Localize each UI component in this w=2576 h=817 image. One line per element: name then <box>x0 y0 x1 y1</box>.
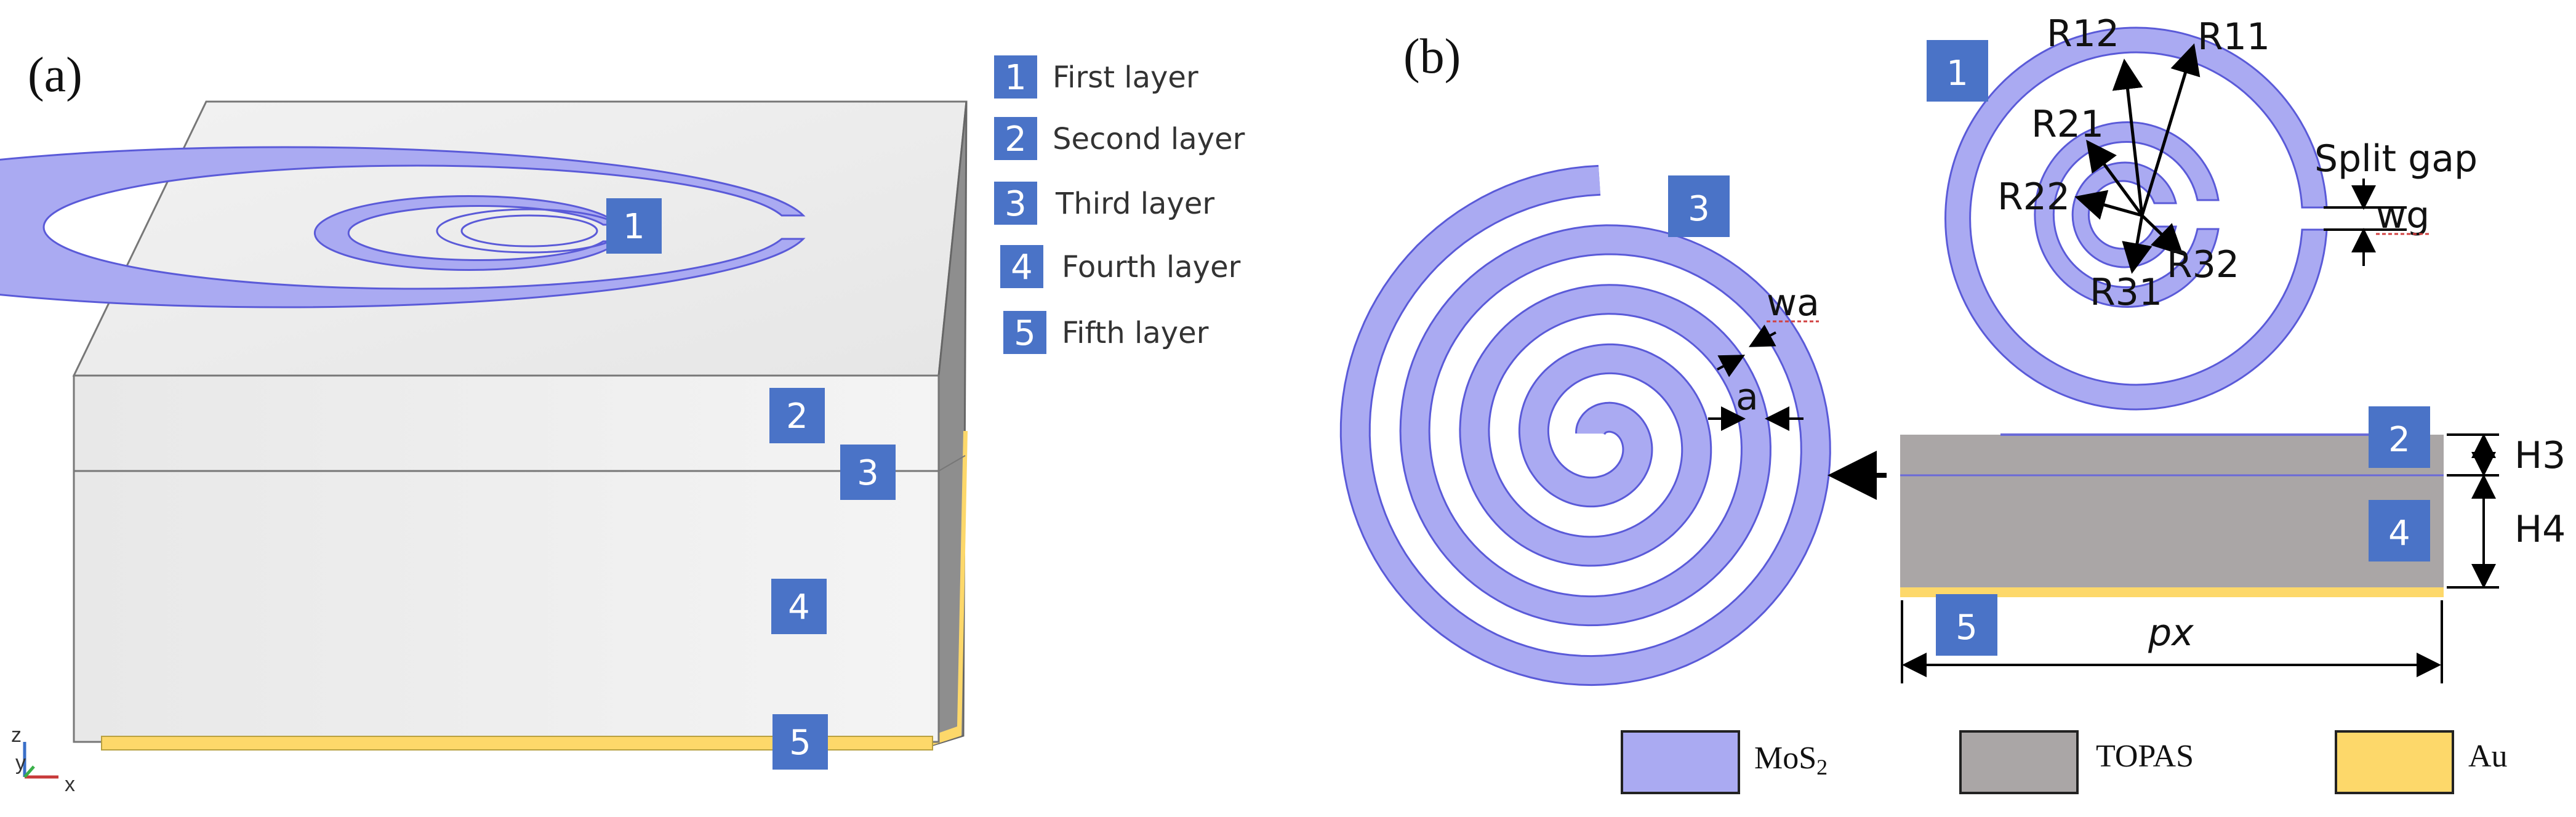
height-dimensions <box>2447 433 2499 589</box>
badge-ring: 1 <box>1927 40 1988 102</box>
legend-topas: TOPAS <box>1959 730 2194 794</box>
gold-substrate <box>1900 587 2444 597</box>
badge-layer-2: 2 <box>769 388 825 443</box>
box-top-face <box>72 100 968 377</box>
layer-legend: 1 First layer 2 Second layer 3 Third lay… <box>994 55 1245 354</box>
svg-text:Fifth layer: Fifth layer <box>1062 316 1209 350</box>
label-wg: wg <box>2376 194 2430 237</box>
cross-section <box>1900 433 2444 597</box>
badge-layer-4: 4 <box>771 579 827 634</box>
svg-text:MoS2: MoS2 <box>1754 741 1828 779</box>
gold-right-edge <box>929 431 968 746</box>
label-px: px <box>2148 611 2194 654</box>
label-r11: R11 <box>2197 15 2270 58</box>
panel-b: (b) 1 R12 R11 R21 R22 R32 R31 <box>1339 12 2566 794</box>
svg-text:1: 1 <box>1946 54 1968 94</box>
svg-text:Second layer: Second layer <box>1053 122 1245 156</box>
archimedean-spiral <box>1339 164 1831 686</box>
split-gap-arrows <box>2324 179 2407 266</box>
svg-text:First layer: First layer <box>1053 60 1198 95</box>
axis-triad: z y x <box>11 723 75 796</box>
label-r32: R32 <box>2167 243 2239 286</box>
legend-item-third: 3 Third layer <box>994 182 1214 225</box>
axis-y: y <box>15 751 26 775</box>
topas-layer <box>1900 435 2444 587</box>
wa-arrows <box>1717 324 1776 377</box>
label-wa: wa <box>1767 281 1820 324</box>
svg-text:Fourth layer: Fourth layer <box>1062 250 1241 284</box>
svg-text:2: 2 <box>2388 420 2410 460</box>
radius-arrows <box>2074 43 2201 274</box>
label-a: a <box>1736 376 1759 419</box>
split-ring-resonator <box>1944 26 2328 411</box>
label-split-gap: Split gap <box>2314 137 2478 180</box>
legend-mos2: MoS2 <box>1621 730 1828 794</box>
svg-text:3: 3 <box>1005 184 1027 224</box>
svg-text:5: 5 <box>1014 313 1036 353</box>
panel-a: (a) 1 2 <box>0 48 1245 796</box>
panel-b-label: (b) <box>1403 30 1461 84</box>
svg-text:3: 3 <box>1688 189 1710 229</box>
svg-text:4: 4 <box>1011 248 1033 288</box>
svg-text:Au: Au <box>2468 739 2508 774</box>
gold-bottom-layer <box>101 736 933 751</box>
legend-item-second: 2 Second layer <box>994 117 1245 160</box>
svg-text:5: 5 <box>789 723 811 763</box>
label-r22: R22 <box>1997 175 2070 219</box>
px-dimension <box>1901 600 2443 683</box>
badge-side-5: 5 <box>1936 594 1997 656</box>
label-r21: R21 <box>2031 103 2104 146</box>
legend-au: Au <box>2335 730 2508 794</box>
svg-text:2: 2 <box>1005 119 1027 159</box>
svg-text:1: 1 <box>623 207 645 247</box>
badge-layer-5: 5 <box>772 714 828 770</box>
svg-text:Third layer: Third layer <box>1055 187 1214 221</box>
badge-side-4: 4 <box>2369 500 2430 561</box>
panel-a-label: (a) <box>28 48 82 102</box>
svg-text:4: 4 <box>2388 513 2410 553</box>
badge-spiral: 3 <box>1668 175 1730 237</box>
label-h3: H3 <box>2514 434 2566 477</box>
badge-layer-3: 3 <box>840 445 896 500</box>
label-r12: R12 <box>2047 12 2119 55</box>
svg-text:5: 5 <box>1956 608 1978 648</box>
legend-item-fifth: 5 Fifth layer <box>1003 311 1209 354</box>
svg-text:TOPAS: TOPAS <box>2096 739 2194 774</box>
axis-x: x <box>65 773 75 796</box>
badge-layer-1: 1 <box>606 198 662 254</box>
layer-stack-3d <box>0 100 968 751</box>
axis-z: z <box>11 723 22 747</box>
legend-item-fourth: 4 Fourth layer <box>1000 245 1241 288</box>
svg-text:3: 3 <box>857 453 879 493</box>
badge-side-2: 2 <box>2369 406 2430 468</box>
svg-text:2: 2 <box>786 396 808 437</box>
spiral-arm-fill <box>1341 166 1829 685</box>
svg-text:1: 1 <box>1005 58 1027 98</box>
svg-text:4: 4 <box>788 587 810 627</box>
material-legend: MoS2 TOPAS Au <box>1621 730 2508 794</box>
legend-item-first: 1 First layer <box>994 55 1198 99</box>
label-h4: H4 <box>2514 508 2566 551</box>
label-r31: R31 <box>2090 271 2162 314</box>
